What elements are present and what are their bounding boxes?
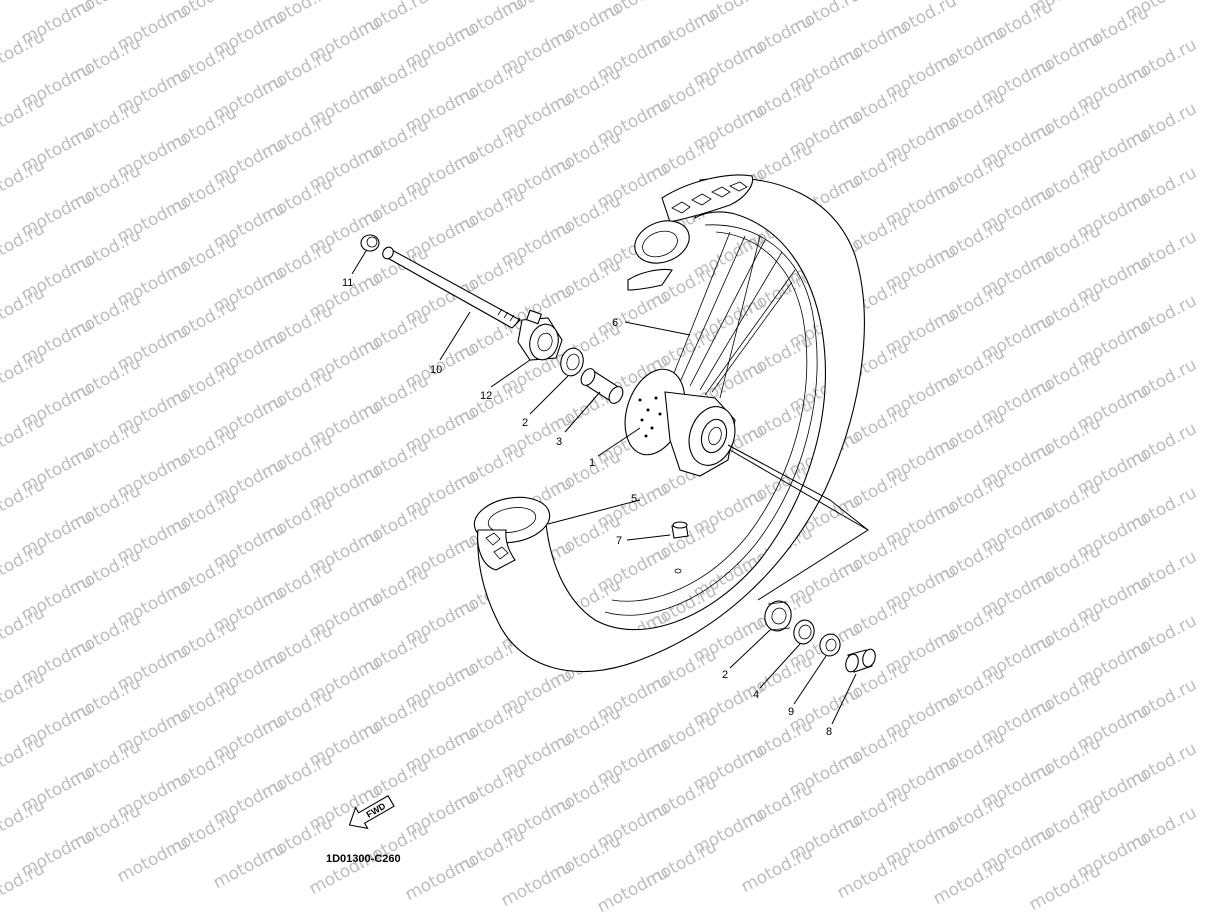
axle-cap [360, 234, 380, 252]
collar [845, 648, 876, 673]
callout-11: 11 [342, 277, 353, 289]
spacer [580, 368, 624, 404]
oil-seal [793, 619, 815, 645]
leader-lines [351, 250, 857, 725]
speedometer-gear-unit [517, 309, 563, 361]
callout-8: 8 [826, 726, 832, 738]
bearing-left [560, 347, 584, 377]
callouts: 11 10 12 2 3 1 6 5 7 2 4 9 8 [342, 277, 832, 738]
diagram-code: 1D01300-C260 [326, 853, 401, 865]
collar-ring [819, 633, 841, 657]
callout-3: 3 [556, 436, 562, 448]
valve [671, 521, 689, 574]
tire [473, 174, 865, 672]
callout-9: 9 [788, 706, 794, 718]
callout-5: 5 [631, 493, 637, 505]
callout-2-right: 2 [722, 669, 728, 681]
assembly-lines [727, 444, 869, 601]
hub [624, 368, 736, 477]
bearing-right [764, 600, 792, 632]
callout-10: 10 [430, 364, 442, 376]
callout-1: 1 [589, 457, 595, 469]
callout-12: 12 [480, 390, 492, 402]
callout-2-left: 2 [522, 417, 528, 429]
callout-4: 4 [753, 689, 759, 701]
callout-7: 7 [616, 535, 622, 547]
callout-6: 6 [612, 317, 618, 329]
spokes [671, 231, 796, 399]
fwd-arrow: FWD [348, 795, 395, 830]
axle [382, 246, 521, 329]
